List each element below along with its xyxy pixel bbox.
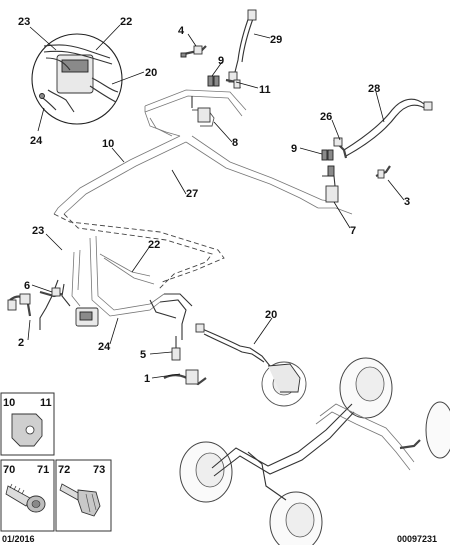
part-9-clip-lower <box>321 149 334 161</box>
callout-label: 23 <box>18 16 30 28</box>
callout-label: 20 <box>145 67 157 79</box>
rear-axle-wheels <box>179 357 450 545</box>
callout-label: 4 <box>178 25 185 37</box>
kit-box-number: 71 <box>37 464 49 476</box>
part-28-rear-hose <box>343 98 433 157</box>
kit-box-10-11: 10 11 <box>0 392 55 456</box>
kit-box-72-73: 72 73 <box>55 459 112 532</box>
callout-label: 20 <box>265 309 277 321</box>
callout-label: 1 <box>144 373 150 385</box>
part-8-bracket <box>191 96 215 127</box>
callout-label: 6 <box>24 280 30 292</box>
callout-leaders <box>27 24 405 379</box>
callout-label: 11 <box>259 84 271 96</box>
part-11-union <box>225 78 241 89</box>
part-1-front-hose <box>163 369 207 386</box>
callout-label: 3 <box>404 196 410 208</box>
part-4-bracket <box>180 45 207 58</box>
footer-reference: 00097231 <box>397 534 437 544</box>
callout-label: 7 <box>350 225 356 237</box>
callout-label: 2 <box>18 337 24 349</box>
rear-pipe-network <box>53 89 353 215</box>
callout-label: 23 <box>32 225 44 237</box>
callout-label: 22 <box>120 16 132 28</box>
part-2-brake-hose <box>7 293 32 317</box>
callout-label: 24 <box>98 341 111 353</box>
kit-box-number: 10 <box>3 397 15 409</box>
callout-label: 22 <box>148 239 160 251</box>
callout-labels: 23 22 20 24 4 29 9 11 8 28 10 27 26 9 3 … <box>18 16 410 385</box>
callout-label: 5 <box>140 349 146 361</box>
part-29-flexible-hose <box>228 9 257 83</box>
callout-label: 9 <box>291 143 297 155</box>
callout-label: 28 <box>368 83 380 95</box>
kit-box-number: 73 <box>93 464 105 476</box>
abs-unit-detail-inset <box>31 33 123 125</box>
callout-label: 27 <box>186 188 198 200</box>
hidden-pipe-runs <box>53 213 225 291</box>
kit-box-number: 72 <box>58 464 70 476</box>
footer-date: 01/2016 <box>2 534 35 544</box>
callout-label: 24 <box>30 135 43 147</box>
part-7-rear-bracket <box>322 165 339 203</box>
kit-box-number: 11 <box>40 397 52 409</box>
callout-label: 29 <box>270 34 282 46</box>
callout-label: 26 <box>320 111 332 123</box>
part-20-front-pipe <box>195 323 271 367</box>
union-part-icon <box>59 483 101 517</box>
part-3-bleed-screw <box>375 165 391 179</box>
callout-label: 10 <box>102 138 114 150</box>
front-left-hydraulic-block <box>39 279 99 330</box>
kit-box-number: 70 <box>3 464 15 476</box>
kit-box-70-71: 70 71 <box>0 459 55 532</box>
front-brake-disc <box>261 361 307 407</box>
bolt-part-icon <box>5 483 46 513</box>
part-5-union <box>171 336 181 361</box>
part-10-union <box>333 137 348 159</box>
part-9-clip-upper <box>207 75 220 87</box>
callout-label: 8 <box>232 137 238 149</box>
callout-label: 9 <box>218 55 224 67</box>
